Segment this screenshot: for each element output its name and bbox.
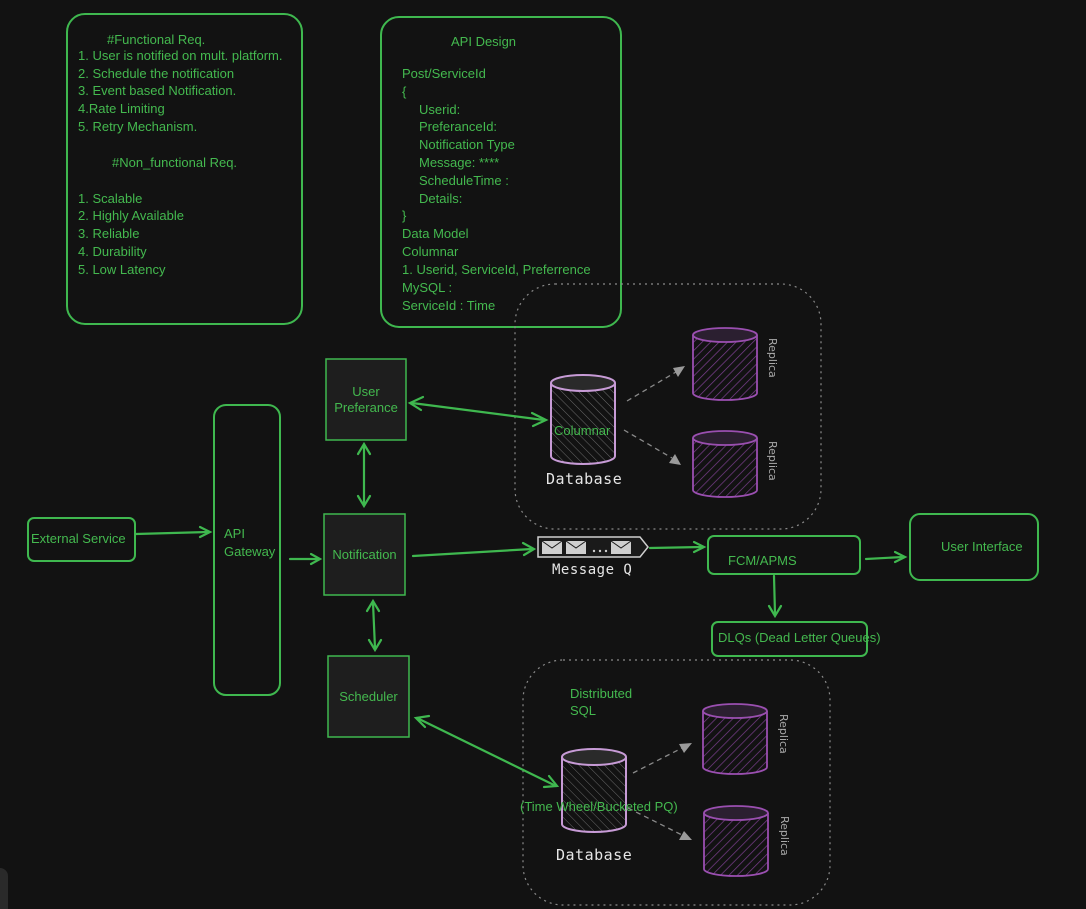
scheduler-label: Scheduler (339, 689, 398, 704)
bottom-replica-1-icon (702, 703, 768, 775)
distributed-sql-title: SQL (570, 703, 597, 718)
api-design-title: API Design (451, 34, 517, 49)
user-preferance-box (325, 358, 407, 441)
distributed-sql-database-icon (561, 748, 627, 833)
flow-arrows (134, 395, 908, 789)
api-design-panel (380, 16, 622, 328)
bottom-replica-2-icon (703, 805, 769, 877)
non-functional-req-item: 4. Durability (78, 244, 147, 259)
message-queue-icon (537, 536, 649, 558)
api-line: ScheduleTime : (419, 173, 509, 188)
columnar-db-label: Columnar (554, 423, 611, 438)
dlq-label: DLQs (Dead Letter Queues) (718, 630, 881, 645)
top-replica-2-label: Replica (766, 441, 779, 481)
api-line: } (402, 208, 407, 223)
top-database-caption: Database (546, 470, 623, 488)
distributed-sql-title: Distributed (570, 686, 633, 701)
bottom-database-caption: Database (556, 846, 633, 864)
api-gateway-label: Gateway (224, 544, 276, 559)
replication-arrows (623, 366, 692, 840)
functional-req-title: #Functional Req. (107, 32, 206, 47)
functional-req-item: 1. User is notified on mult. platform. (78, 48, 283, 63)
notification-box (323, 513, 406, 596)
api-gateway-box (213, 404, 281, 696)
api-line: ServiceId : Time (402, 298, 496, 313)
functional-req-item: 3. Event based Notification. (78, 83, 237, 98)
functional-requirements-panel (66, 13, 303, 325)
corner-tab (0, 868, 8, 909)
bottom-database-group (522, 659, 831, 906)
user-interface-box (909, 513, 1039, 581)
columnar-database-icon (550, 374, 616, 465)
external-service-label: External Service (31, 531, 126, 546)
functional-req-item: 5. Retry Mechanism. (78, 119, 198, 134)
non-functional-req-item: 1. Scalable (78, 191, 143, 206)
dlq-box (711, 621, 868, 657)
top-replica-1-icon (692, 327, 758, 401)
time-wheel-label: (Time Wheel/Bucketed PQ) (520, 799, 678, 814)
top-replica-1-label: Replica (766, 338, 779, 378)
api-line: Columnar (402, 244, 459, 259)
functional-req-item: 2. Schedule the notification (78, 66, 235, 81)
scheduler-box (327, 655, 410, 738)
user-preferance-label: User (352, 384, 380, 399)
api-line: Notification Type (419, 137, 515, 152)
notification-label: Notification (332, 547, 397, 562)
functional-req-item: 4.Rate Limiting (78, 101, 165, 116)
api-line: Userid: (419, 102, 461, 117)
fcm-apms-label: FCM/APMS (728, 553, 797, 568)
message-queue-label: Message Q (552, 562, 633, 578)
api-line: Details: (419, 191, 463, 206)
api-gateway-label: API (224, 526, 245, 541)
non-functional-req-item: 3. Reliable (78, 226, 140, 241)
api-line: MySQL : (402, 280, 453, 295)
api-line: PreferanceId: (419, 119, 498, 134)
non-functional-req-item: 2. Highly Available (78, 208, 184, 223)
top-replica-2-icon (692, 430, 758, 498)
bottom-replica-2-label: Replica (778, 816, 791, 856)
user-preferance-label: Preferance (334, 400, 398, 415)
api-line: { (402, 84, 407, 99)
external-service-box (27, 517, 136, 562)
user-interface-label: User Interface (941, 539, 1023, 554)
fcm-apms-box (707, 535, 861, 575)
api-line: Message: **** (419, 155, 500, 170)
non-functional-req-title: #Non_functional Req. (112, 155, 238, 170)
api-line: Data Model (402, 226, 469, 241)
bottom-replica-1-label: Replica (777, 714, 790, 754)
api-line: 1. Userid, ServiceId, Preferrence (402, 262, 591, 277)
api-line: Post/ServiceId (402, 66, 486, 81)
non-functional-req-item: 5. Low Latency (78, 262, 166, 277)
